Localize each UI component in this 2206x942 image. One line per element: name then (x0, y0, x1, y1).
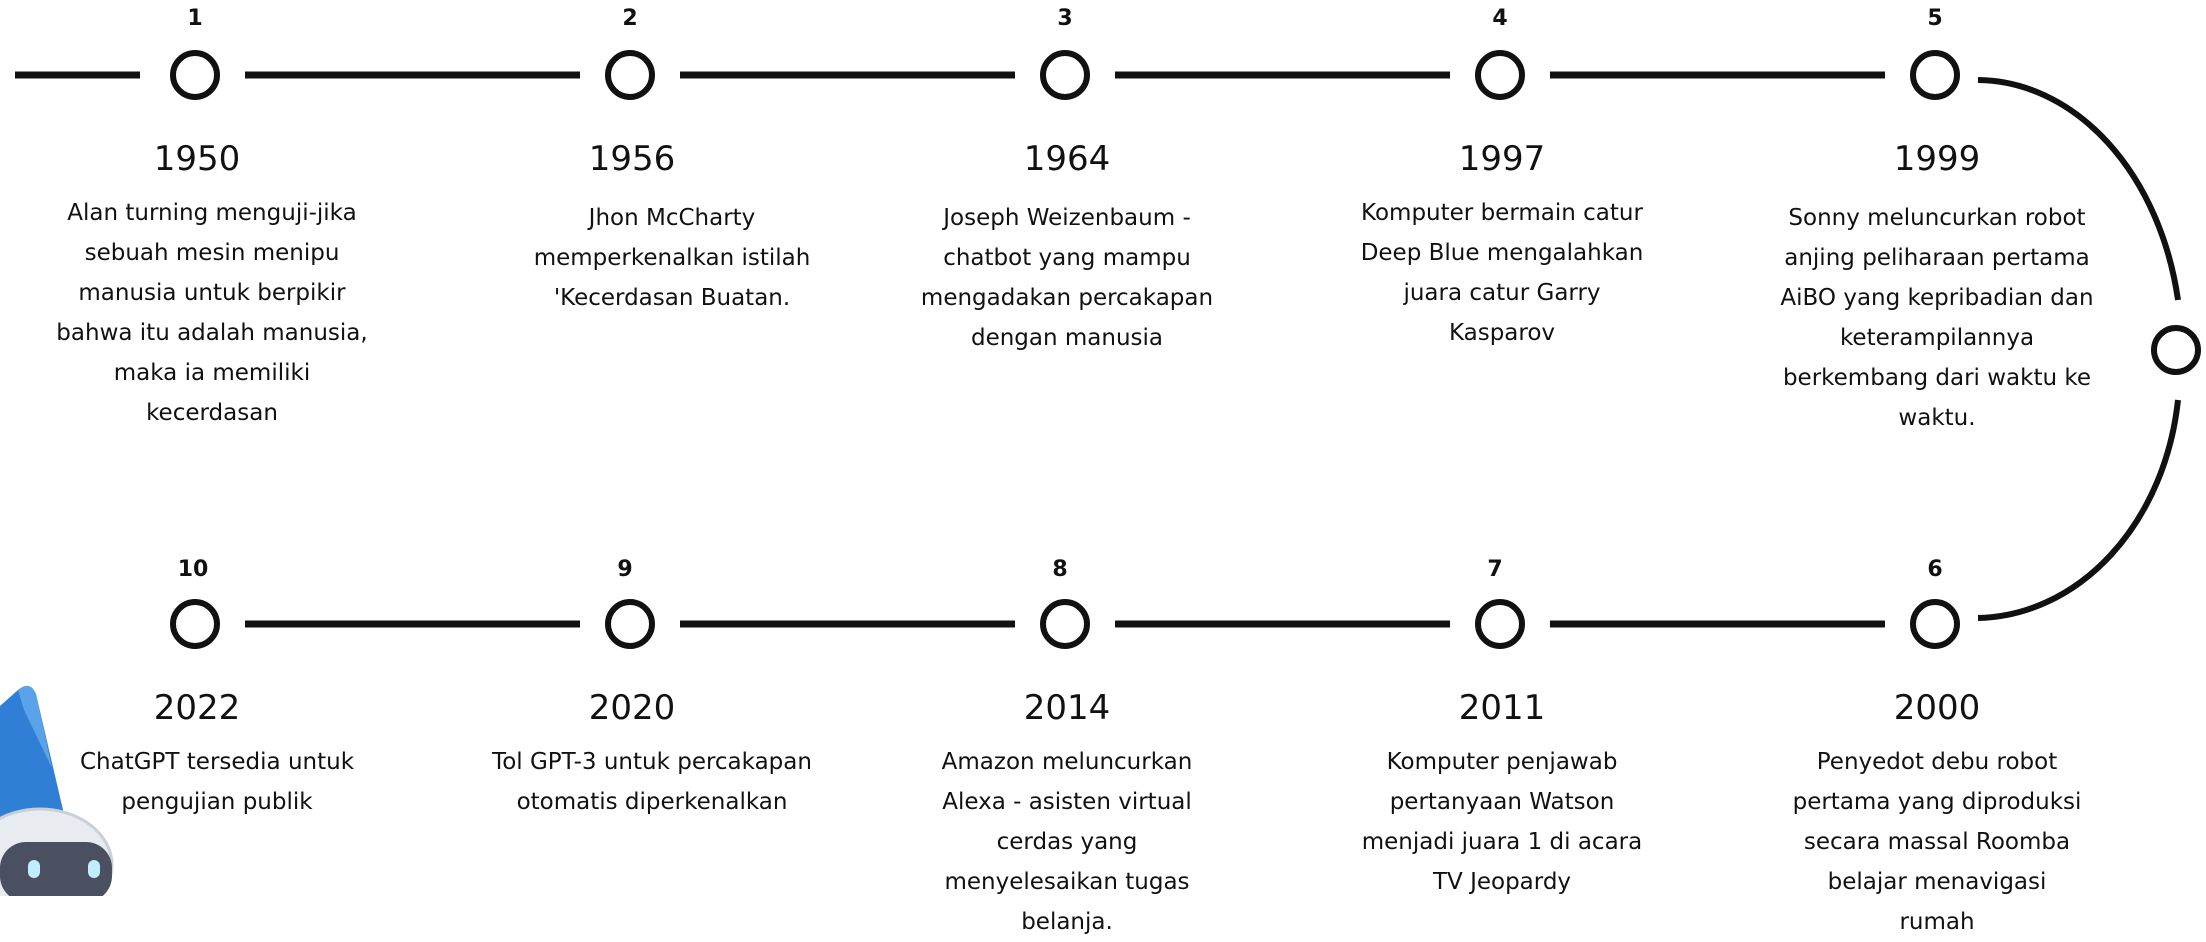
milestone-year-5: 1999 (1893, 139, 1981, 179)
milestone-year-8: 2014 (1023, 688, 1111, 728)
milestone-node-6 (1910, 599, 1960, 649)
milestone-description-4: Komputer bermain catur Deep Blue mengala… (1360, 200, 1644, 346)
milestone-description-5: Sonny meluncurkan robot anjing peliharaa… (1780, 205, 2094, 431)
connector-curve-upper (1977, 77, 2181, 301)
milestone-year-4: 1997 (1458, 139, 1546, 179)
milestone-year-1: 1950 (153, 139, 241, 179)
milestone-description-1: Alan turning menguji-jika sebuah mesin m… (56, 200, 368, 426)
milestone-year-3: 1964 (1023, 139, 1111, 179)
milestone-node-7 (1475, 599, 1525, 649)
milestone-number-9: 9 (617, 557, 633, 582)
milestone-number-8: 8 (1052, 557, 1068, 582)
milestone-node-1 (170, 50, 220, 100)
timeline-diagram (15, 50, 2201, 649)
robot-mascot-icon (0, 685, 114, 896)
milestone-description-9: Tol GPT-3 untuk percakapan otomatis dipe… (492, 749, 812, 815)
milestone-year-6: 2000 (1893, 688, 1981, 728)
robot-right-eye (88, 860, 100, 878)
milestone-description-2: Jhon McCharty memperkenalkan istilah 'Ke… (533, 205, 811, 311)
milestone-number-3: 3 (1057, 6, 1073, 31)
timeline-connectors (15, 71, 2181, 628)
milestone-node-2 (605, 50, 655, 100)
milestone-node-5 (1910, 50, 1960, 100)
milestone-year-10: 2022 (153, 688, 241, 728)
connector-curve-lower (1977, 399, 2181, 621)
timeline-nodes (170, 50, 2201, 649)
milestone-year-7: 2011 (1458, 688, 1546, 728)
milestone-node-3 (1040, 50, 1090, 100)
milestone-description-8: Amazon meluncurkan Alexa - asisten virtu… (941, 749, 1193, 935)
robot-left-eye (28, 860, 40, 878)
milestone-description-6: Penyedot debu robot pertama yang diprodu… (1792, 749, 2082, 935)
milestone-number-5: 5 (1927, 6, 1943, 31)
milestone-year-2: 1956 (588, 139, 676, 179)
milestone-year-9: 2020 (588, 688, 676, 728)
milestone-description-7: Komputer penjawab pertanyaan Watson menj… (1361, 749, 1643, 895)
robot-face-screen (0, 842, 112, 896)
milestone-node-4 (1475, 50, 1525, 100)
milestone-description-3: Joseph Weizenbaum - chatbot yang mampu m… (920, 205, 1214, 351)
milestone-node-9 (605, 599, 655, 649)
milestone-description-10: ChatGPT tersedia untuk pengujian publik (79, 749, 355, 815)
milestone-number-4: 4 (1492, 6, 1508, 31)
milestone-number-6: 6 (1927, 557, 1943, 582)
curve-midpoint-node (2151, 325, 2201, 375)
robot-antenna-highlight (18, 685, 52, 768)
milestone-node-8 (1040, 599, 1090, 649)
milestone-number-2: 2 (622, 6, 638, 31)
milestone-number-1: 1 (187, 6, 203, 31)
milestone-number-10: 10 (177, 557, 209, 582)
milestone-number-7: 7 (1487, 557, 1503, 582)
milestone-node-10 (170, 599, 220, 649)
